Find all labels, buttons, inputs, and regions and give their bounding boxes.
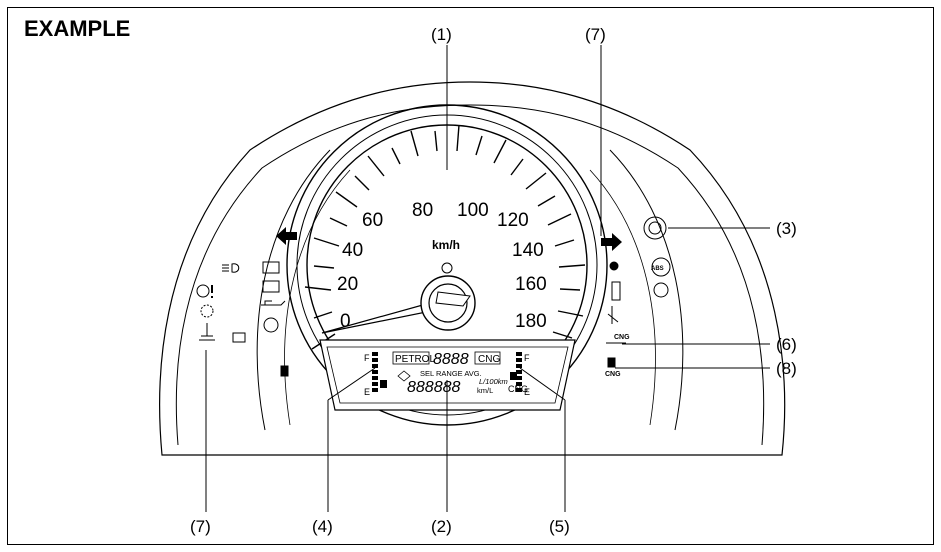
callout-5: (5) xyxy=(549,517,570,536)
right-lens-ring xyxy=(609,149,684,431)
speed-label-40: 40 xyxy=(342,240,363,261)
callout-8: (8) xyxy=(776,359,797,378)
cng-gauge-f: F xyxy=(524,353,530,363)
cng-service-label: CNG xyxy=(614,334,630,341)
abs-icon xyxy=(651,257,671,277)
callout-3: (3) xyxy=(776,219,797,238)
cng-fuel-icon xyxy=(607,357,616,368)
cluster-housing-outer xyxy=(159,81,786,456)
display-cng: CNG xyxy=(478,354,500,365)
cng-fuel-label: CNG xyxy=(605,371,621,378)
speed-label-60: 60 xyxy=(362,210,383,231)
diamond-icon xyxy=(397,370,411,382)
fuel-pump-icon-right xyxy=(510,372,517,380)
speed-label-120: 120 xyxy=(497,210,529,231)
right-turn-arrow-icon xyxy=(601,233,622,251)
airbag-icon xyxy=(609,261,619,271)
left-turn-arrow-icon xyxy=(276,227,297,245)
left-lens-ring-inner xyxy=(284,169,351,426)
steering-warning-icon xyxy=(196,284,210,298)
speedometer-ticks xyxy=(304,124,586,350)
petrol-fuel-gauge: F E xyxy=(364,352,378,397)
display-unit-l100: L/100km xyxy=(479,377,508,386)
seatbelt-icon xyxy=(611,281,621,301)
fuel-pump-icon-left xyxy=(380,380,387,388)
display-unit-kml: km/L xyxy=(477,386,493,395)
eps-icon xyxy=(263,317,279,333)
needle-base xyxy=(435,291,471,307)
master-warning-lamp-outer xyxy=(643,216,667,240)
cng-fuel-gauge: F E xyxy=(516,352,530,397)
petrol-gauge-f: F xyxy=(364,353,370,363)
speed-label-100: 100 xyxy=(457,200,489,221)
right-lens-ring-inner xyxy=(589,169,656,426)
callout-7-top: (7) xyxy=(585,25,606,44)
callout-lines xyxy=(205,45,770,512)
display-recess xyxy=(319,339,576,411)
low-fuel-icon xyxy=(280,365,289,377)
display-modes: SEL RANGE AVG. xyxy=(420,369,482,378)
oil-pressure-icon xyxy=(261,300,286,306)
speed-label-180: 180 xyxy=(515,311,547,332)
left-lens-ring xyxy=(256,149,331,431)
display-odometer: 888888 xyxy=(407,379,460,396)
system-warning-icon xyxy=(200,304,214,318)
left-warning-lamps xyxy=(196,261,289,377)
passenger-seatbelt-icon xyxy=(607,306,619,324)
coolant-temp-icon xyxy=(199,323,215,341)
petrol-gauge-e: E xyxy=(364,387,370,397)
page-title: EXAMPLE xyxy=(24,16,131,41)
callout-7-bottom: (7) xyxy=(190,517,211,536)
display-recess-inner xyxy=(326,346,569,404)
battery-icon xyxy=(262,280,280,293)
display-petrol: PETROL xyxy=(395,354,435,365)
speed-label-140: 140 xyxy=(512,240,544,261)
speed-label-20: 20 xyxy=(337,274,358,295)
display-digits-top: 8888 xyxy=(433,351,469,368)
cluster-housing-inner xyxy=(175,104,765,446)
brake-warning-icon xyxy=(653,282,669,298)
abs-label: ABS xyxy=(651,266,664,272)
headlight-icon xyxy=(222,263,240,273)
cng-gauge-e: E xyxy=(524,387,530,397)
immobilizer-icon xyxy=(232,332,246,343)
callout-1: (1) xyxy=(431,25,452,44)
check-engine-icon xyxy=(262,261,280,274)
speed-label-80: 80 xyxy=(412,200,433,221)
indicator-dot xyxy=(441,262,453,274)
callout-4: (4) xyxy=(312,517,333,536)
callout-6: (6) xyxy=(776,335,797,354)
speed-label-0: 0 xyxy=(340,311,351,332)
speed-unit: km/h xyxy=(432,238,460,252)
right-warning-lamps xyxy=(606,216,671,368)
callout-2: (2) xyxy=(431,517,452,536)
speed-label-160: 160 xyxy=(515,274,547,295)
master-warning-lamp-inner xyxy=(648,221,662,235)
